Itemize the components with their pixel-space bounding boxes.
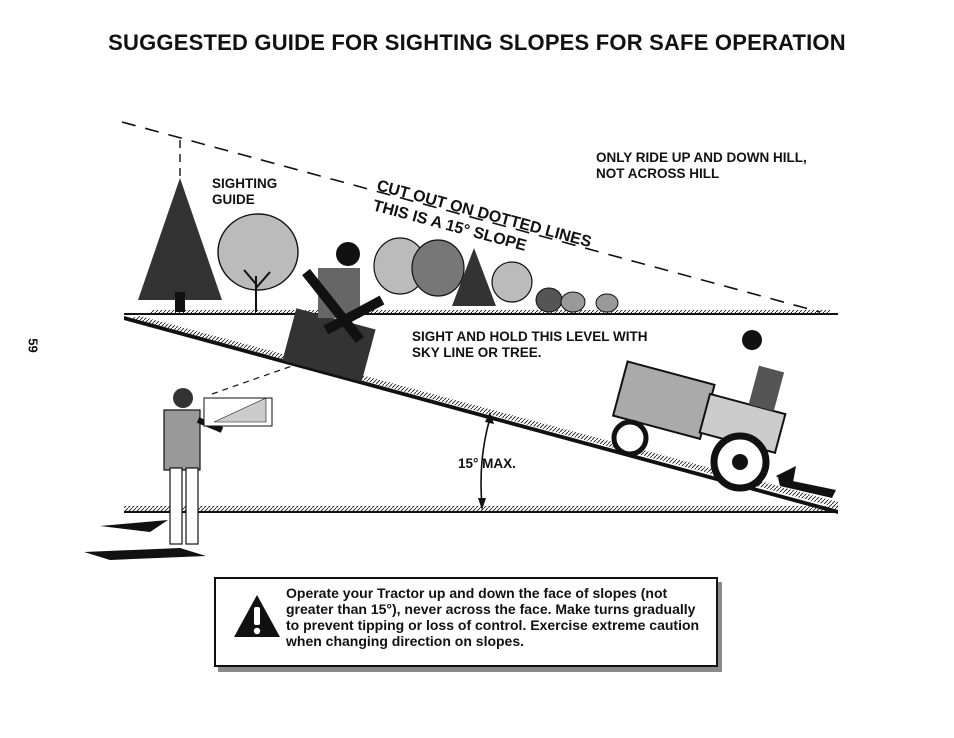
sighting-guide-label-2: GUIDE <box>212 192 255 207</box>
sighting-card-icon <box>203 397 273 427</box>
sighting-dashed-line <box>121 121 821 313</box>
man-with-guide-icon <box>84 388 224 560</box>
lower-ground-grass <box>124 506 838 511</box>
sight-label-2: SKY LINE OR TREE. <box>412 345 542 360</box>
horizon-grass <box>150 310 830 314</box>
warning-box: Operate your Tractor up and down the fac… <box>214 577 718 667</box>
ride-label-1: ONLY RIDE UP AND DOWN HILL, <box>596 150 807 165</box>
tree-group-icon <box>373 237 619 313</box>
ride-label-2: NOT ACROSS HILL <box>596 166 719 181</box>
warning-text: Operate your Tractor up and down the fac… <box>286 585 700 649</box>
warning-triangle-icon <box>234 595 280 637</box>
page-title: SUGGESTED GUIDE FOR SIGHTING SLOPES FOR … <box>108 30 846 55</box>
pine-tree-icon <box>138 178 222 312</box>
round-tree-icon <box>217 213 299 312</box>
max-angle-label: 15° MAX. <box>458 456 516 471</box>
sighting-guide-label-1: SIGHTING <box>212 176 277 191</box>
tractor-rider-top-icon <box>282 242 385 382</box>
sight-label-1: SIGHT AND HOLD THIS LEVEL WITH <box>412 329 648 344</box>
tractor-rider-right-icon <box>611 330 836 498</box>
angle-arrow-icon <box>478 412 494 510</box>
sight-dashed-line <box>211 365 293 395</box>
